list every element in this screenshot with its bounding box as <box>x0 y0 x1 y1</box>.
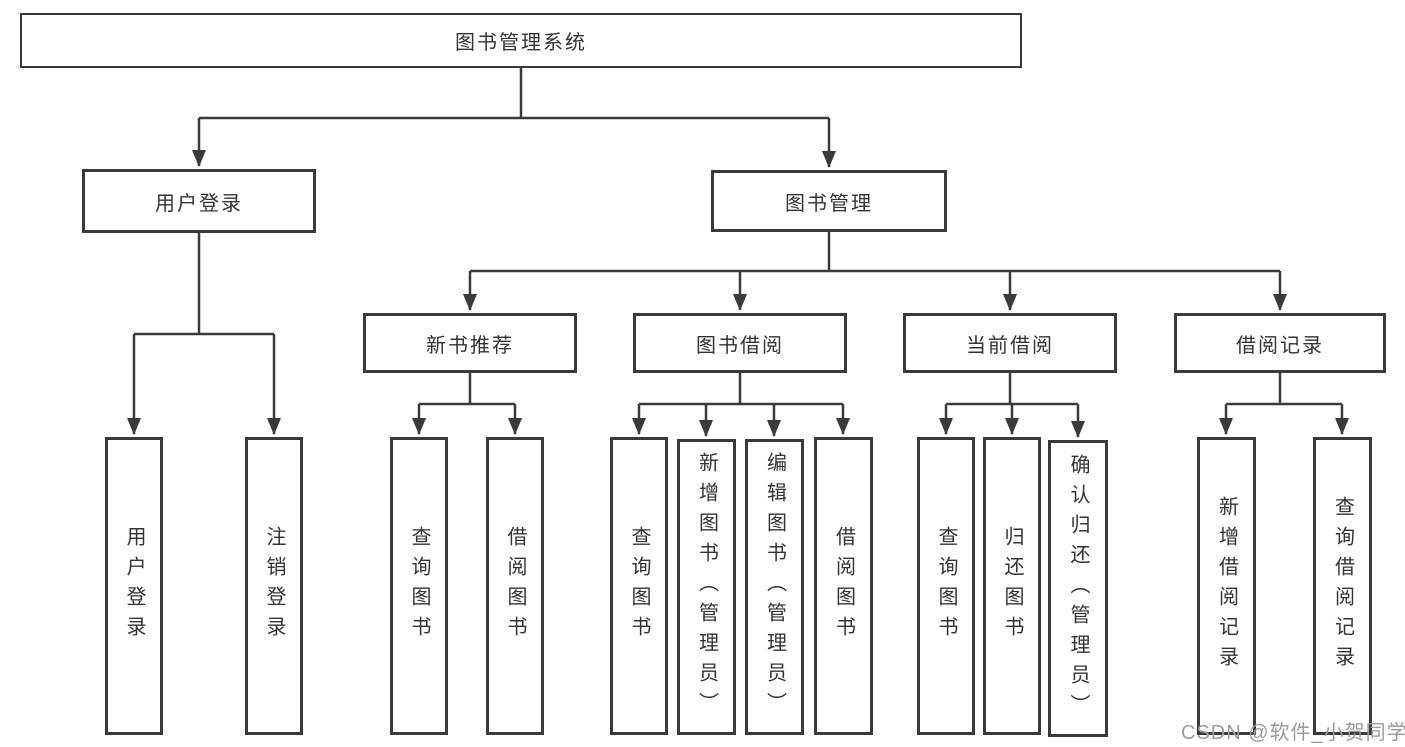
node-label: 借阅图书 <box>504 526 526 646</box>
node-label: 查询借阅记录 <box>1331 496 1354 676</box>
node-label: 查询图书 <box>628 526 650 646</box>
leaf-return-books: 归还图书 <box>983 437 1041 735</box>
node-label: 借阅记录 <box>1236 334 1324 357</box>
leaf-query-borrow-record: 查询借阅记录 <box>1313 437 1372 735</box>
node-label: 图书借阅 <box>696 334 784 357</box>
leaf-borrow-books: 借阅图书 <box>814 437 873 735</box>
node-label: 查询图书 <box>408 526 430 646</box>
leaf-add-borrow-record: 新增借阅记录 <box>1197 437 1256 735</box>
leaf-borrow-books-recommend: 借阅图书 <box>486 437 544 735</box>
node-label: 编辑图书（管理员） <box>763 452 786 722</box>
node-label: 用户登录 <box>123 526 145 646</box>
node-label: 查询图书 <box>935 526 957 646</box>
node-label: 归还图书 <box>1001 526 1023 646</box>
node-label: 注销登录 <box>263 526 285 646</box>
node-new-book-recommend: 新书推荐 <box>363 313 577 373</box>
leaf-edit-books-admin: 编辑图书（管理员） <box>745 439 804 735</box>
leaf-query-books-recommend: 查询图书 <box>390 437 448 735</box>
watermark-text: CSDN @软件_小贺同学 <box>1181 722 1405 744</box>
node-book-borrow: 图书借阅 <box>633 313 847 373</box>
node-label: 新增图书（管理员） <box>695 452 718 722</box>
leaf-query-books-current: 查询图书 <box>917 437 975 735</box>
node-label: 用户登录 <box>155 192 243 215</box>
node-label: 新书推荐 <box>426 334 514 357</box>
node-label: 当前借阅 <box>966 334 1054 357</box>
leaf-confirm-return-admin: 确认归还（管理员） <box>1048 440 1108 737</box>
leaf-user-login: 用户登录 <box>105 437 163 735</box>
node-label: 借阅图书 <box>832 526 855 646</box>
leaf-query-books-borrow: 查询图书 <box>610 437 668 735</box>
node-label: 确认归还（管理员） <box>1067 453 1089 724</box>
leaf-logout: 注销登录 <box>245 437 303 735</box>
node-user-login-group: 用户登录 <box>82 169 316 233</box>
node-book-management: 图书管理 <box>711 170 947 232</box>
node-borrow-records: 借阅记录 <box>1174 313 1386 373</box>
node-label: 图书管理系统 <box>455 32 587 54</box>
node-root-system: 图书管理系统 <box>20 13 1022 68</box>
leaf-add-books-admin: 新增图书（管理员） <box>677 439 736 735</box>
node-label: 图书管理 <box>785 192 873 215</box>
node-current-borrow: 当前借阅 <box>903 313 1117 373</box>
node-label: 新增借阅记录 <box>1215 496 1238 676</box>
